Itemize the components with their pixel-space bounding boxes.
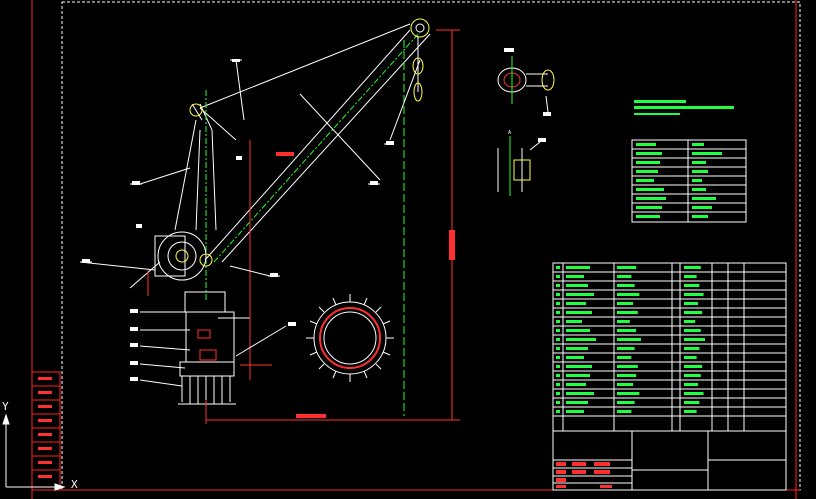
dimension-lines — [147, 29, 460, 424]
parts-list-entries — [556, 266, 705, 413]
parts-list-cell — [556, 374, 560, 377]
parts-list-cell — [617, 347, 635, 350]
parts-list-cell — [566, 275, 584, 278]
parts-list-cell — [556, 284, 560, 287]
spec-table — [631, 139, 747, 223]
parts-list-cell — [617, 383, 633, 386]
parts-list-cell — [684, 275, 697, 278]
parts-list-cell — [684, 284, 700, 287]
parts-list-cell — [684, 320, 696, 323]
parts-list-cell — [566, 320, 582, 323]
parts-list-cell — [684, 365, 703, 368]
parts-list-cell — [617, 374, 637, 377]
parts-list-cell — [684, 338, 705, 341]
parts-list-cell — [566, 311, 592, 314]
parts-list-cell — [556, 266, 560, 269]
parts-list-cell — [617, 329, 637, 332]
parts-list-cell — [566, 401, 588, 404]
parts-list-cell — [566, 410, 584, 413]
parts-list-cell — [566, 266, 590, 269]
parts-list-cell — [684, 383, 698, 386]
parts-list-cell — [684, 401, 700, 404]
parts-list-cell — [617, 284, 635, 287]
parts-list-cell — [556, 338, 560, 341]
parts-list-cell — [566, 392, 594, 395]
hook-block-detail — [497, 48, 555, 116]
parts-list-cell — [556, 410, 560, 413]
parts-list-cell — [566, 365, 592, 368]
title-block — [552, 430, 787, 491]
ucs-y-label: Y — [2, 400, 9, 413]
ucs-icon — [2, 413, 66, 491]
parts-list-cell — [684, 293, 704, 296]
parts-list-cell — [617, 320, 630, 323]
parts-list-cell — [556, 365, 560, 368]
parts-list-table — [552, 262, 787, 432]
parts-list-cell — [556, 320, 560, 323]
parts-list-cell — [617, 293, 640, 296]
parts-list-cell — [556, 275, 560, 278]
parts-list-cell — [617, 356, 632, 359]
parts-list-cell — [684, 392, 704, 395]
parts-list-cell — [684, 356, 697, 359]
parts-list-cell — [617, 410, 632, 413]
technical-notes — [634, 100, 734, 115]
parts-list-cell — [566, 347, 588, 350]
section-marker: A — [508, 130, 511, 136]
parts-list-cell — [556, 383, 560, 386]
parts-list-cell — [566, 329, 590, 332]
crane-winch — [129, 231, 213, 289]
parts-list-cell — [556, 347, 560, 350]
parts-list-cell — [617, 338, 641, 341]
parts-list-cell — [566, 383, 586, 386]
parts-list-cell — [556, 293, 560, 296]
parts-list-cell — [617, 302, 633, 305]
parts-list-cell — [617, 392, 640, 395]
parts-list-cell — [684, 410, 697, 413]
parts-list-cell — [617, 266, 637, 269]
parts-list-cell — [556, 392, 560, 395]
slewing-ring-section — [306, 294, 394, 382]
parts-list-cell — [566, 374, 590, 377]
parts-list-cell — [556, 401, 560, 404]
parts-list-cell — [566, 356, 584, 359]
crane-boom — [174, 18, 431, 300]
leader-callouts — [79, 59, 421, 387]
parts-list-cell — [684, 347, 700, 350]
parts-list-cell — [566, 302, 586, 305]
crane-pedestal — [178, 291, 250, 405]
parts-list-cell — [566, 338, 596, 341]
parts-list-cell — [556, 356, 560, 359]
parts-list-cell — [556, 311, 560, 314]
parts-list-cell — [617, 275, 632, 278]
parts-list-cell — [684, 374, 701, 377]
ucs-x-label: X — [71, 478, 78, 491]
parts-list-cell — [684, 311, 703, 314]
parts-list-cell — [556, 329, 560, 332]
parts-list-cell — [684, 302, 698, 305]
parts-list-cell — [617, 401, 635, 404]
parts-list-cell — [566, 284, 588, 287]
revision-strip — [31, 371, 61, 491]
section-a-detail: A — [497, 130, 546, 196]
parts-list-cell — [566, 293, 594, 296]
parts-list-cell — [684, 329, 701, 332]
parts-list-cell — [556, 302, 560, 305]
parts-list-cell — [684, 266, 701, 269]
parts-list-cell — [617, 311, 638, 314]
parts-list-cell — [617, 365, 638, 368]
